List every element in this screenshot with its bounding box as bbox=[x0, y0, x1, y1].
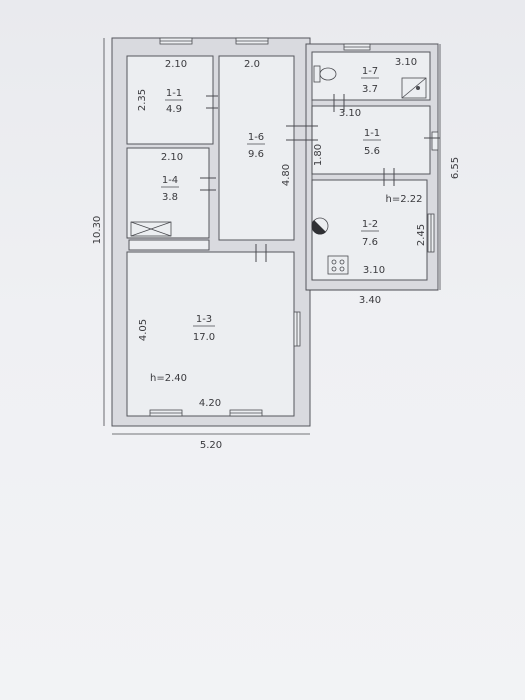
room-1-2-area: 7.6 bbox=[362, 237, 378, 248]
annex-width-label: 3.40 bbox=[359, 295, 381, 306]
room-1-2-width-label: 3.10 bbox=[363, 265, 385, 276]
room-1-4-area: 3.8 bbox=[162, 192, 178, 203]
room-1-7-number: 1-7 bbox=[362, 66, 378, 77]
room-1-1-height-label: 1.80 bbox=[313, 144, 324, 166]
room-1-3-number: 1-3 bbox=[196, 314, 212, 325]
room-1-3 bbox=[126, 251, 295, 417]
toilet-icon bbox=[313, 65, 337, 83]
room-1-6-width-label: 2.0 bbox=[244, 59, 260, 70]
room-1-4-number: 1-4 bbox=[162, 175, 178, 186]
room-1-3-ceiling-label: h=2.40 bbox=[150, 373, 187, 384]
room-1-1-width-label: 3.10 bbox=[339, 108, 361, 119]
room-1-6-height-label: 4.80 bbox=[281, 164, 292, 186]
room-1-5-number: 1-1 bbox=[166, 88, 182, 99]
annex-height-label: 6.55 bbox=[450, 157, 461, 179]
window bbox=[431, 131, 439, 151]
overall-height-label: 10.30 bbox=[92, 216, 103, 245]
corridor-strip bbox=[128, 239, 210, 251]
room-1-4-width-label: 2.10 bbox=[161, 152, 183, 163]
overall-width-label: 5.20 bbox=[200, 440, 222, 451]
room-1-5-height-label: 2.35 bbox=[137, 89, 148, 111]
shower-icon bbox=[401, 77, 427, 99]
room-1-6 bbox=[218, 55, 295, 241]
room-1-2-height-label: 2.45 bbox=[416, 224, 427, 246]
room-1-1-area: 5.6 bbox=[364, 146, 380, 157]
room-1-1-number: 1-1 bbox=[364, 128, 380, 139]
room-1-7-width-label: 3.10 bbox=[395, 57, 417, 68]
stove-hatch-icon bbox=[130, 221, 172, 237]
annex-ceiling-label: h=2.22 bbox=[386, 194, 423, 205]
room-1-3-area: 17.0 bbox=[193, 332, 215, 343]
room-1-5-area: 4.9 bbox=[166, 104, 182, 115]
room-1-3-height-label: 4.05 bbox=[138, 319, 149, 341]
room-1-3-width-label: 4.20 bbox=[199, 398, 221, 409]
room-1-7-area: 3.7 bbox=[362, 84, 378, 95]
boiler-icon bbox=[311, 217, 329, 235]
room-1-2-number: 1-2 bbox=[362, 219, 378, 230]
room-1-6-number: 1-6 bbox=[248, 132, 264, 143]
stove-icon bbox=[327, 255, 349, 275]
room-1-5-width-label: 2.10 bbox=[165, 59, 187, 70]
room-1-6-area: 9.6 bbox=[248, 149, 264, 160]
